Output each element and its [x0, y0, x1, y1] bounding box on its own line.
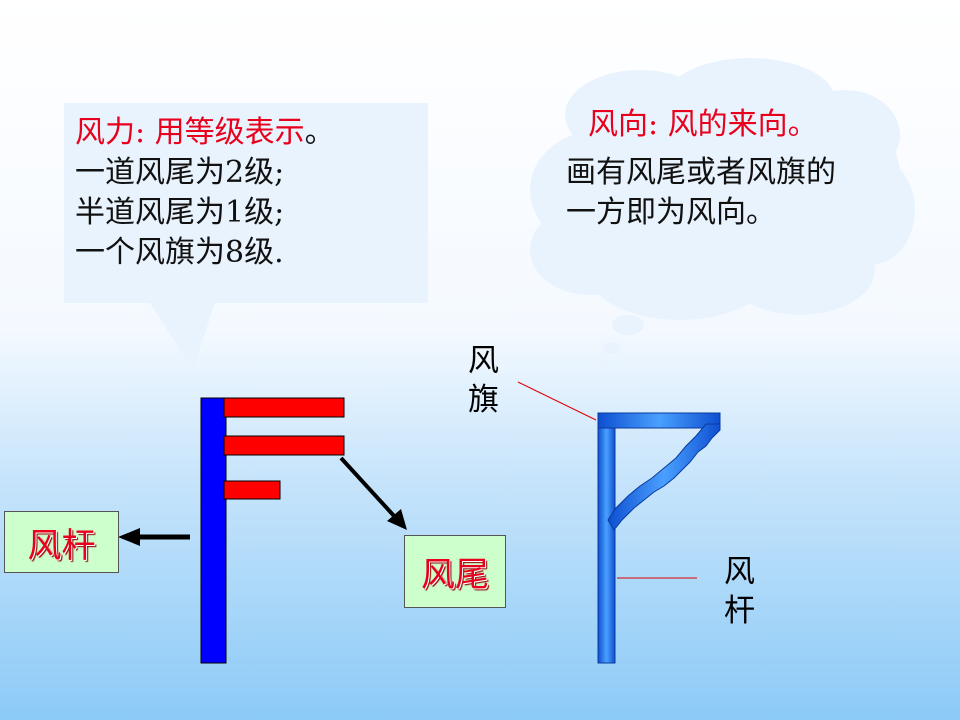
flag-leader-line [517, 381, 597, 421]
full-tail-bar-2 [223, 435, 345, 456]
wind-direction-line-1: 画有风尾或者风旗的 [566, 155, 836, 190]
wind-flag-symbol [597, 412, 721, 664]
wind-direction-cloud [530, 58, 915, 368]
wind-pole-bar [200, 397, 227, 664]
full-tail-bar-1 [223, 397, 345, 418]
wind-force-line-2: 半道风尾为1级; [75, 195, 285, 230]
flag-label: 风 旗 [468, 343, 499, 418]
wind-force-callout [64, 103, 428, 370]
wind-force-title: 风力: 用等级表示 [75, 115, 305, 150]
wind-direction-title: 风向: 风的来向。 [588, 107, 818, 142]
wind-pole-label: 风杆 [4, 511, 119, 573]
half-tail-bar [223, 480, 281, 500]
wind-direction-line-2: 一方即为风向。 [566, 195, 776, 230]
wind-direction-text: 风向: 风的来向。 画有风尾或者风旗的 一方即为风向。 [566, 105, 836, 233]
wind-force-line-1: 一道风尾为2级; [75, 155, 285, 190]
right-pole-label: 风 杆 [724, 554, 755, 629]
arrow-to-tail-label [339, 456, 407, 530]
wind-force-text: 风力: 用等级表示。 一道风尾为2级; 半道风尾为1级; 一个风旗为8级. [75, 113, 335, 273]
wind-tail-label: 风尾 [404, 535, 506, 608]
wind-force-line-3: 一个风旗为8级. [75, 235, 284, 270]
arrow-to-pole-label [118, 528, 190, 546]
wind-force-title-mark: 。 [304, 115, 335, 150]
